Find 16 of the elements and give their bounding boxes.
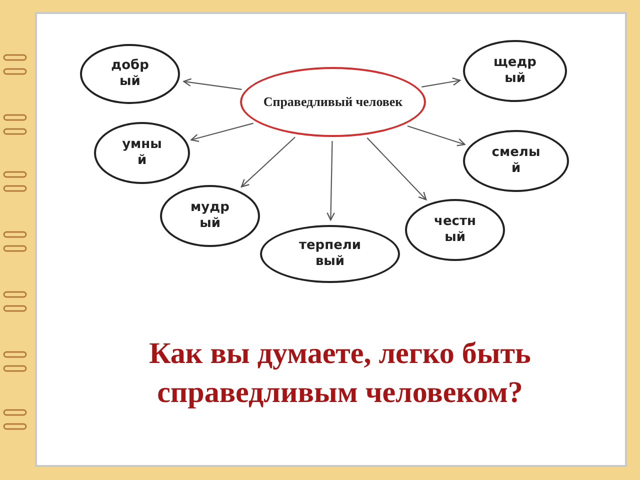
node-label: Справедливый человек [263,94,403,110]
arrow [407,125,466,146]
question-text: Как вы думаете, легко быть справедливым человеком? [148,336,532,411]
node-label: терпели вый [298,238,362,270]
arrow [190,122,254,142]
arrow [183,78,242,90]
arrow [366,137,427,200]
node-label: добр ый [111,58,149,90]
arrow [326,140,335,221]
node-label: смелы й [492,144,540,178]
node-label: умны й [122,136,162,170]
node-label: мудр ый [190,200,230,232]
arrow [422,77,461,88]
node-label: честн ый [434,214,476,246]
node-label: щедр ый [494,54,536,88]
arrow [240,136,296,188]
